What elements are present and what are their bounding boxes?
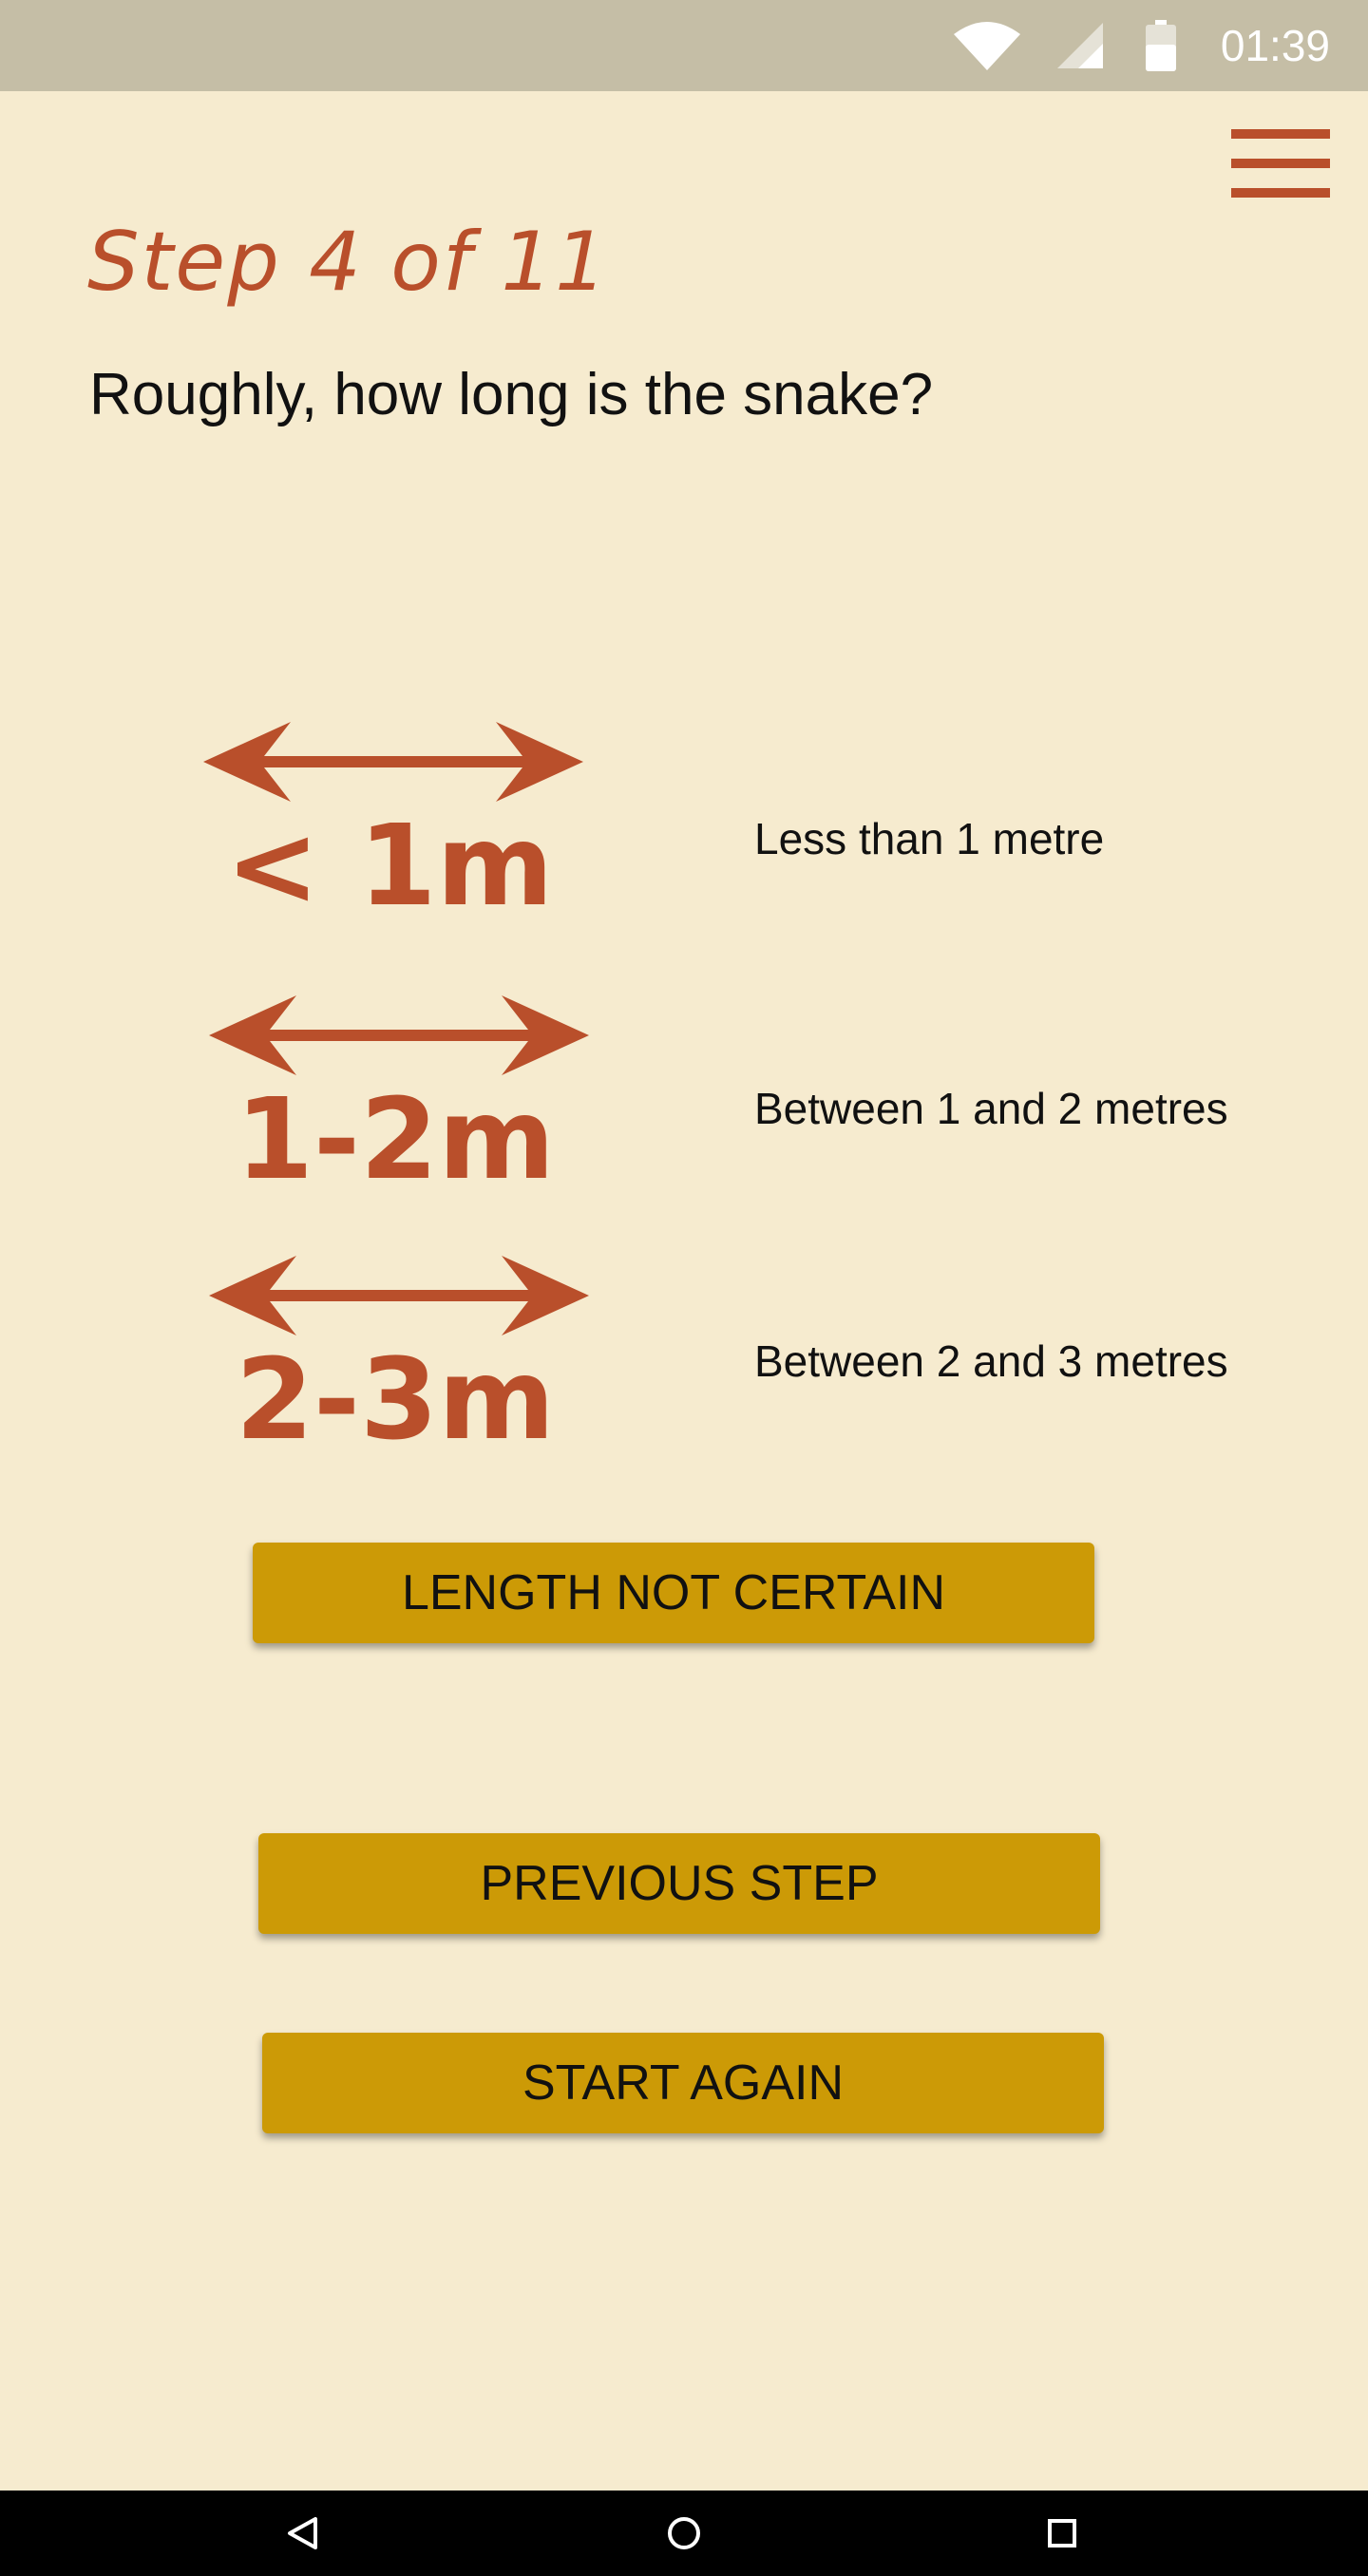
option-size-label: 1-2m [235, 1073, 556, 1204]
battery-icon [1144, 0, 1178, 91]
recents-icon[interactable] [1005, 2491, 1119, 2576]
option-description: Between 2 and 3 metres [754, 1336, 1228, 1386]
back-icon[interactable] [245, 2491, 359, 2576]
option-size-label: < 1m [225, 800, 554, 931]
start-again-button[interactable]: START AGAIN [262, 2033, 1104, 2133]
double-arrow-icon [209, 1256, 589, 1335]
option-1-to-2m[interactable]: 1-2m Between 1 and 2 metres [180, 995, 1302, 1214]
cell-signal-icon [1056, 0, 1104, 91]
option-description: Less than 1 metre [754, 814, 1105, 863]
option-description: Between 1 and 2 metres [754, 1084, 1228, 1133]
home-icon[interactable] [627, 2491, 741, 2576]
hamburger-menu-icon[interactable] [1231, 129, 1330, 198]
previous-step-button[interactable]: PREVIOUS STEP [258, 1833, 1100, 1934]
option-less-than-1m[interactable]: < 1m Less than 1 metre [180, 722, 1302, 940]
navigation-bar [0, 2491, 1368, 2576]
length-not-certain-button[interactable]: LENGTH NOT CERTAIN [253, 1543, 1094, 1643]
wifi-icon [954, 0, 1020, 91]
status-bar: 01:39 [0, 0, 1368, 91]
question-text: Roughly, how long is the snake? [89, 362, 934, 427]
double-arrow-icon [203, 722, 583, 802]
double-arrow-icon [209, 995, 589, 1075]
step-title: Step 4 of 11 [87, 215, 609, 310]
status-time: 01:39 [1220, 21, 1330, 70]
option-2-to-3m[interactable]: 2-3m Between 2 and 3 metres [180, 1256, 1302, 1474]
option-size-label: 2-3m [235, 1334, 556, 1465]
